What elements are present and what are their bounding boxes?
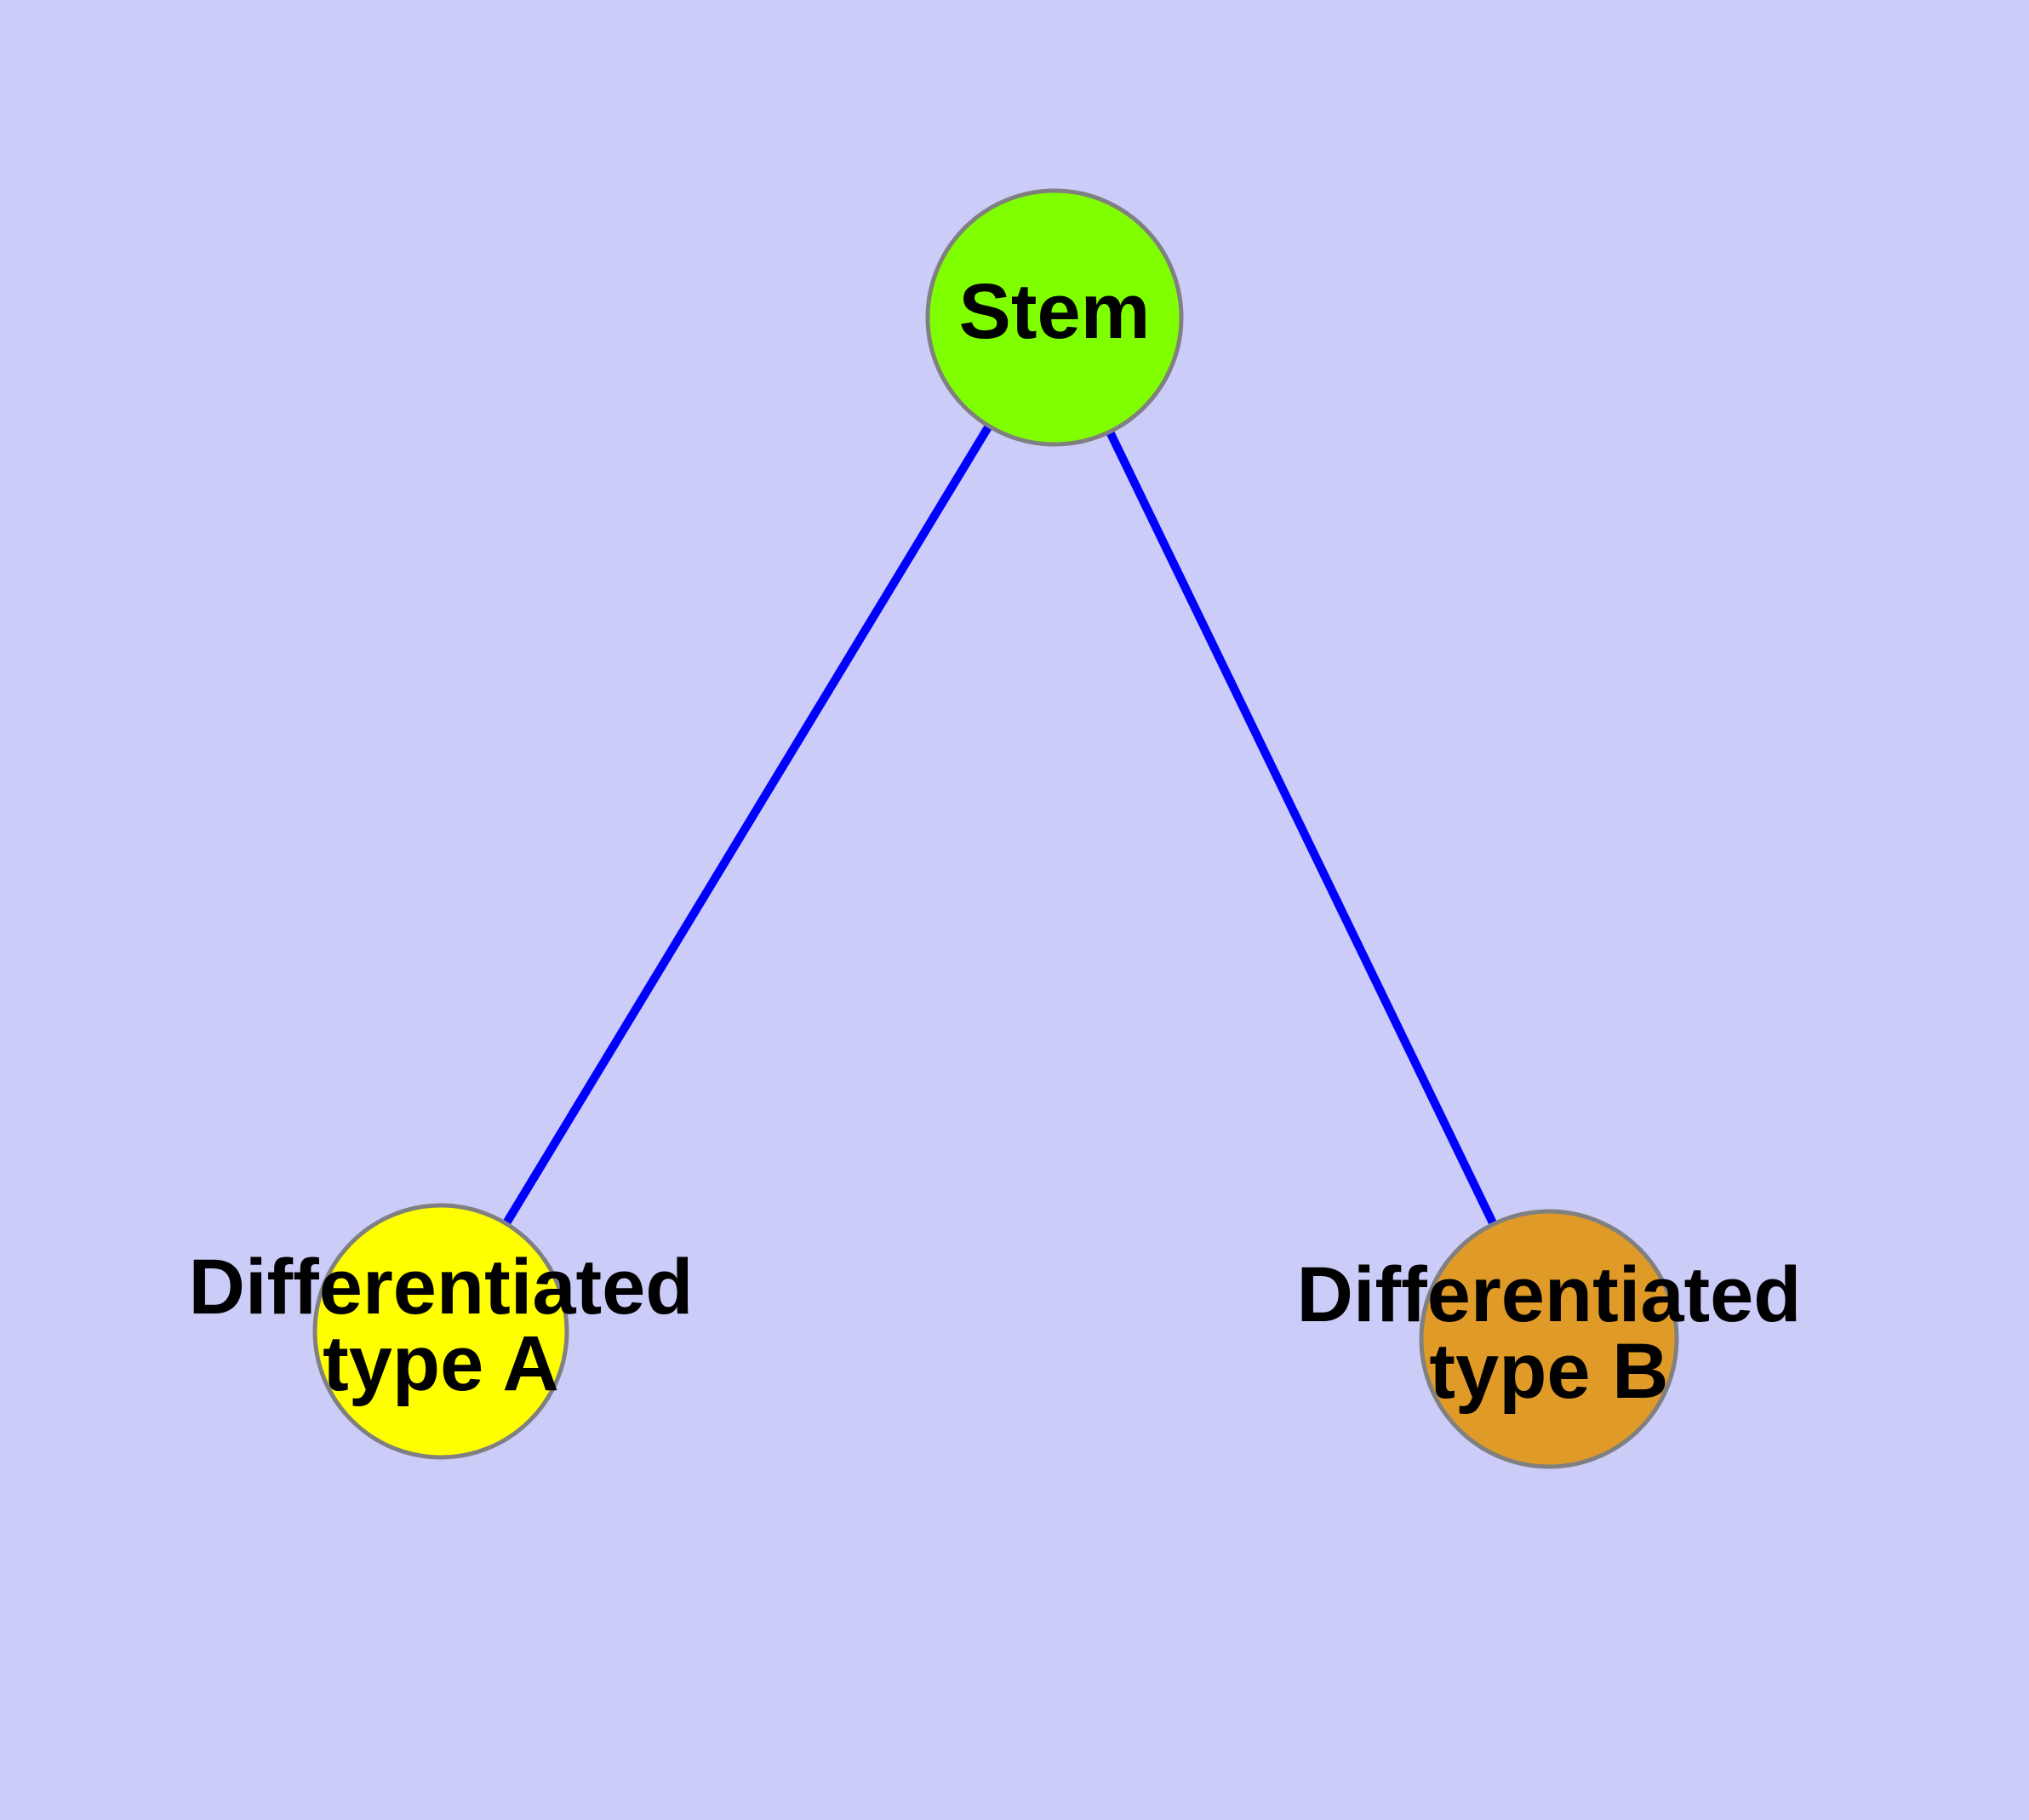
node-circle-diff_b[interactable] [1419, 1209, 1679, 1469]
edge-layer [437, 315, 1553, 1342]
node-label-line: Differentiated [189, 1244, 694, 1331]
node-circle-stem[interactable] [925, 188, 1184, 447]
node-label-line: Differentiated [1297, 1251, 1802, 1338]
node-label-line: Stem [959, 268, 1151, 355]
node-label-line: type A [323, 1320, 559, 1407]
node-label-line: type B [1429, 1328, 1668, 1415]
node-circle-diff_a[interactable] [312, 1203, 569, 1460]
graph-edge-stem-to-diff_b [1050, 315, 1553, 1342]
node-label-stem: Stem [959, 268, 1151, 355]
graph-node-stem[interactable]: Stem [925, 188, 1184, 447]
graph-edge-stem-to-diff_a [437, 315, 1059, 1334]
